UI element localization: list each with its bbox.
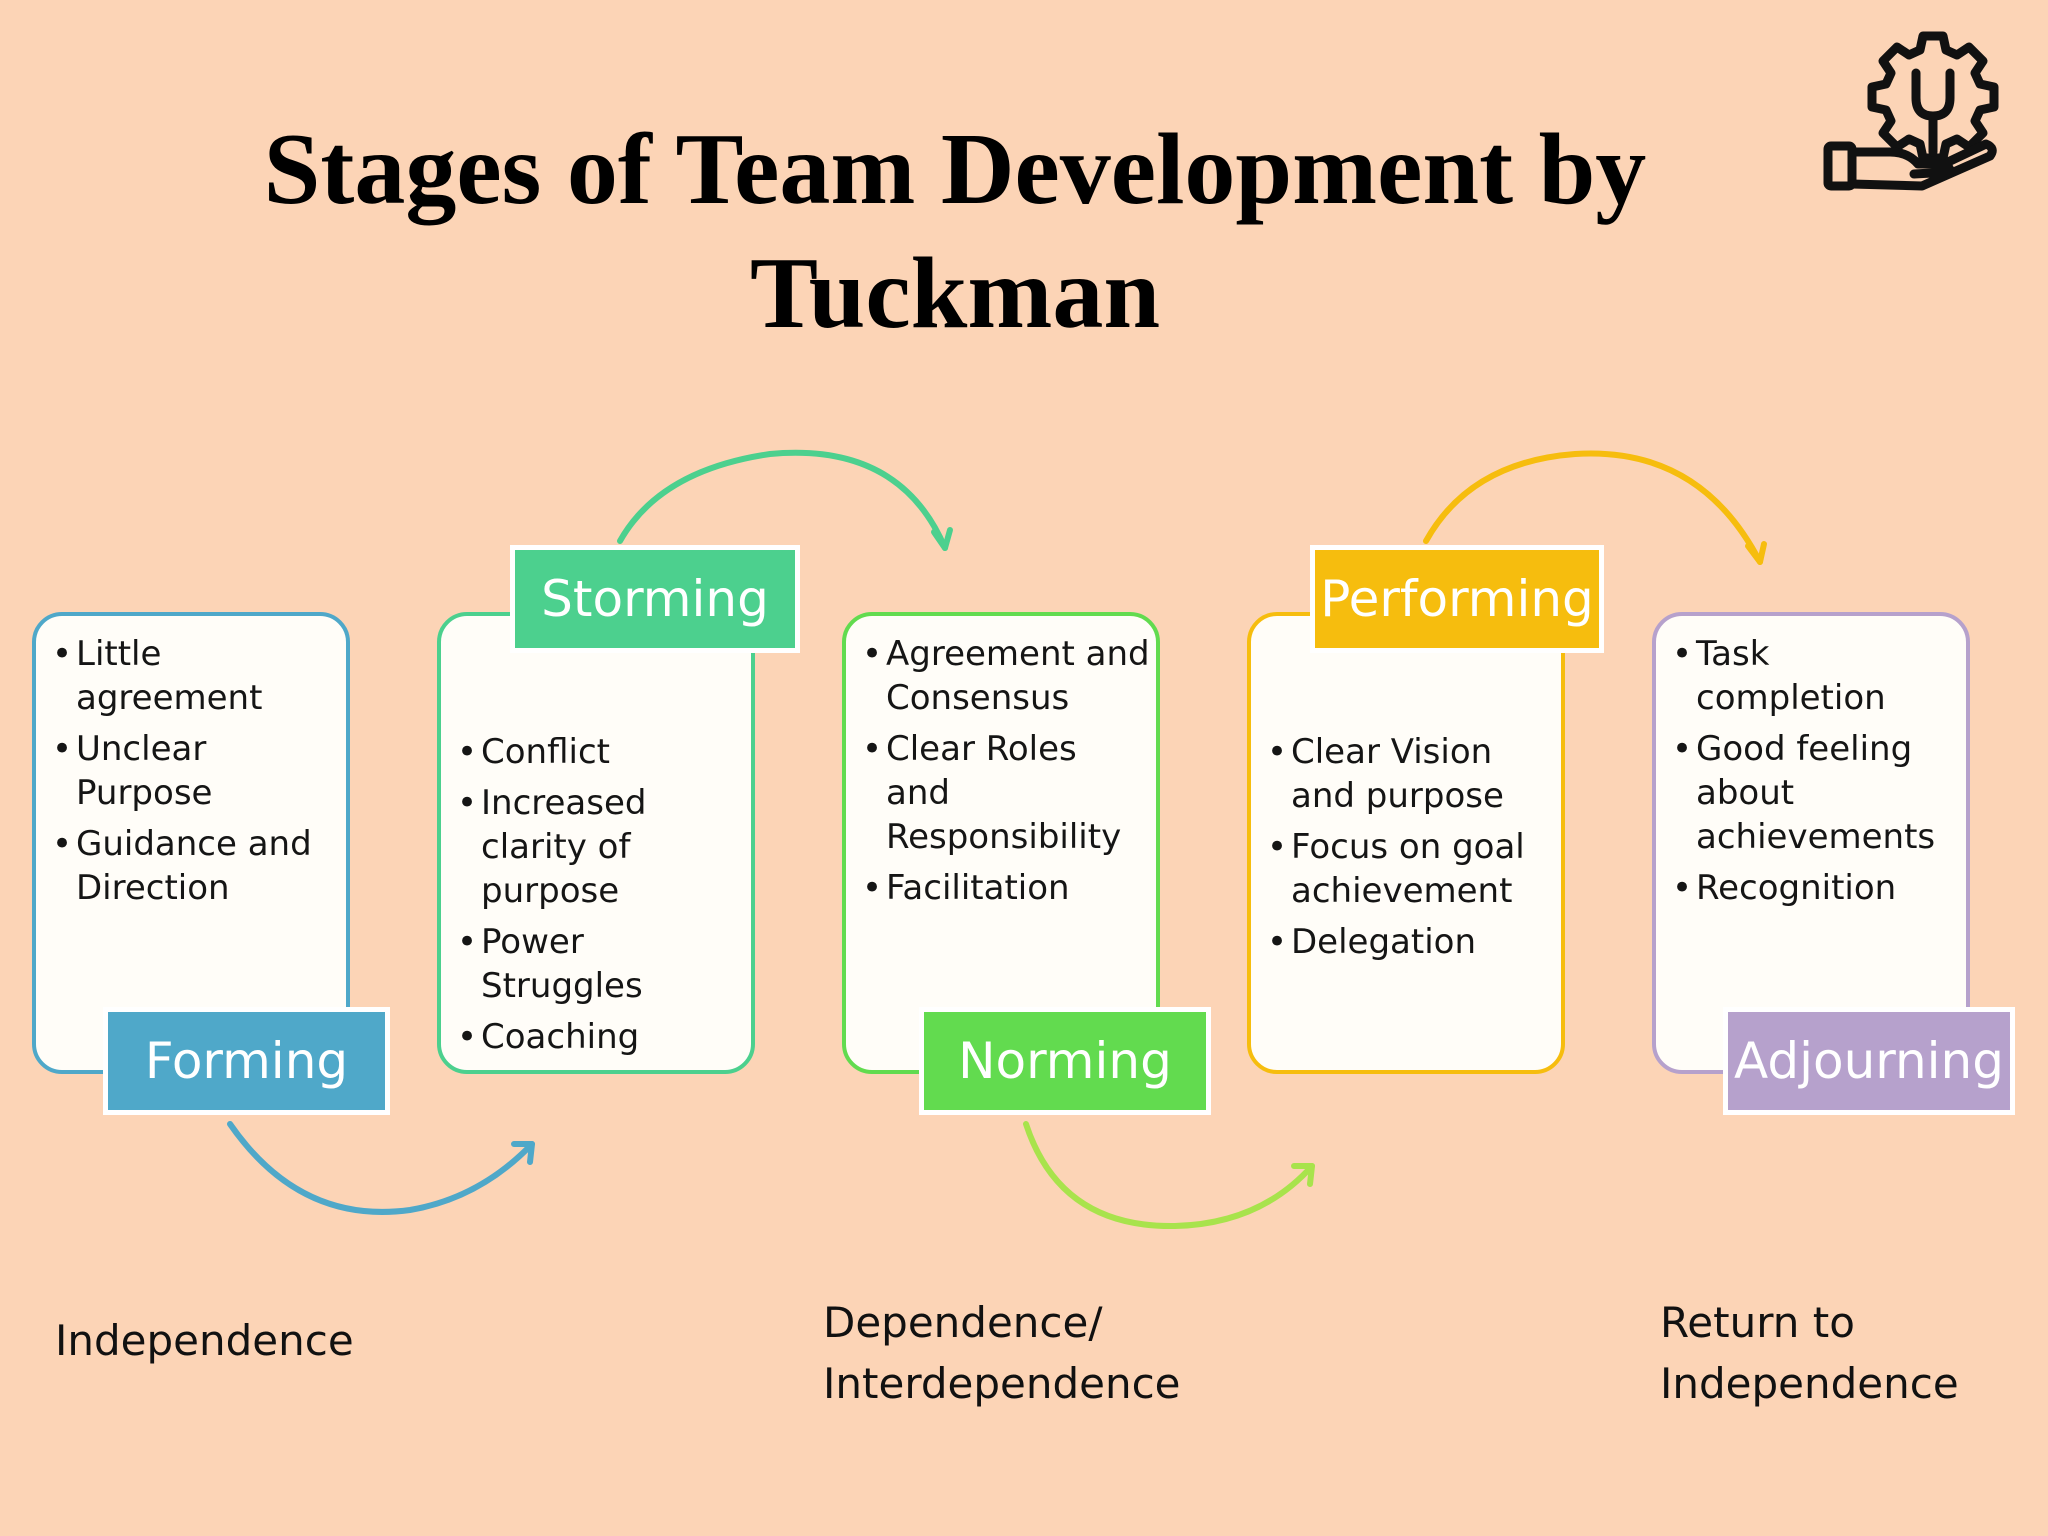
list-item: Conflict	[457, 730, 745, 774]
forming-card: Little agreement Unclear Purpose Guidanc…	[32, 612, 350, 1074]
storming-to-norming-arrow	[617, 449, 948, 551]
list-item: Coaching	[457, 1015, 745, 1059]
relation-dependence: Dependence/ Interdependence	[823, 1298, 1181, 1408]
list-item: Agreement and Consensus	[862, 632, 1150, 720]
norming-card: Agreement and Consensus Clear Roles and …	[842, 612, 1160, 1074]
performing-card: Clear Vision and purpose Focus on goal a…	[1247, 612, 1565, 1074]
list-item: Focus on goal achievement	[1267, 825, 1555, 913]
list-item: Clear Roles and Responsibility	[862, 727, 1150, 859]
list-item: Facilitation	[862, 866, 1150, 910]
list-item: Delegation	[1267, 920, 1555, 964]
stage-label-forming: Forming	[103, 1007, 390, 1115]
list-item: Good feeling about achievements	[1672, 727, 1960, 859]
stage-label-adjourning: Adjourning	[1723, 1007, 2015, 1115]
adjourning-card: Task completion Good feeling about achie…	[1652, 612, 1970, 1074]
stage-label-storming: Storming	[510, 545, 800, 653]
list-item: Power Struggles	[457, 920, 745, 1008]
gear-wrench-hand-icon	[1823, 31, 1999, 191]
list-item: Guidance and Direction	[52, 822, 340, 910]
norming-to-performing-arrow	[1023, 1121, 1315, 1230]
stage-label-performing: Performing	[1310, 545, 1604, 653]
stage-label-norming: Norming	[919, 1007, 1211, 1115]
list-item: Little agreement	[52, 632, 340, 720]
forming-to-storming-arrow	[227, 1121, 535, 1215]
relation-return-to-independence: Return to Independence	[1660, 1298, 1959, 1408]
list-item: Recognition	[1672, 866, 1960, 910]
list-item: Increased clarity of purpose	[457, 781, 745, 913]
page-title: Stages of Team Development by Tuckman	[263, 113, 1647, 350]
relation-independence: Independence	[55, 1316, 354, 1365]
list-item: Task completion	[1672, 632, 1960, 720]
list-item: Clear Vision and purpose	[1267, 730, 1555, 818]
list-item: Unclear Purpose	[52, 727, 340, 815]
storming-card: Conflict Increased clarity of purpose Po…	[437, 612, 755, 1074]
